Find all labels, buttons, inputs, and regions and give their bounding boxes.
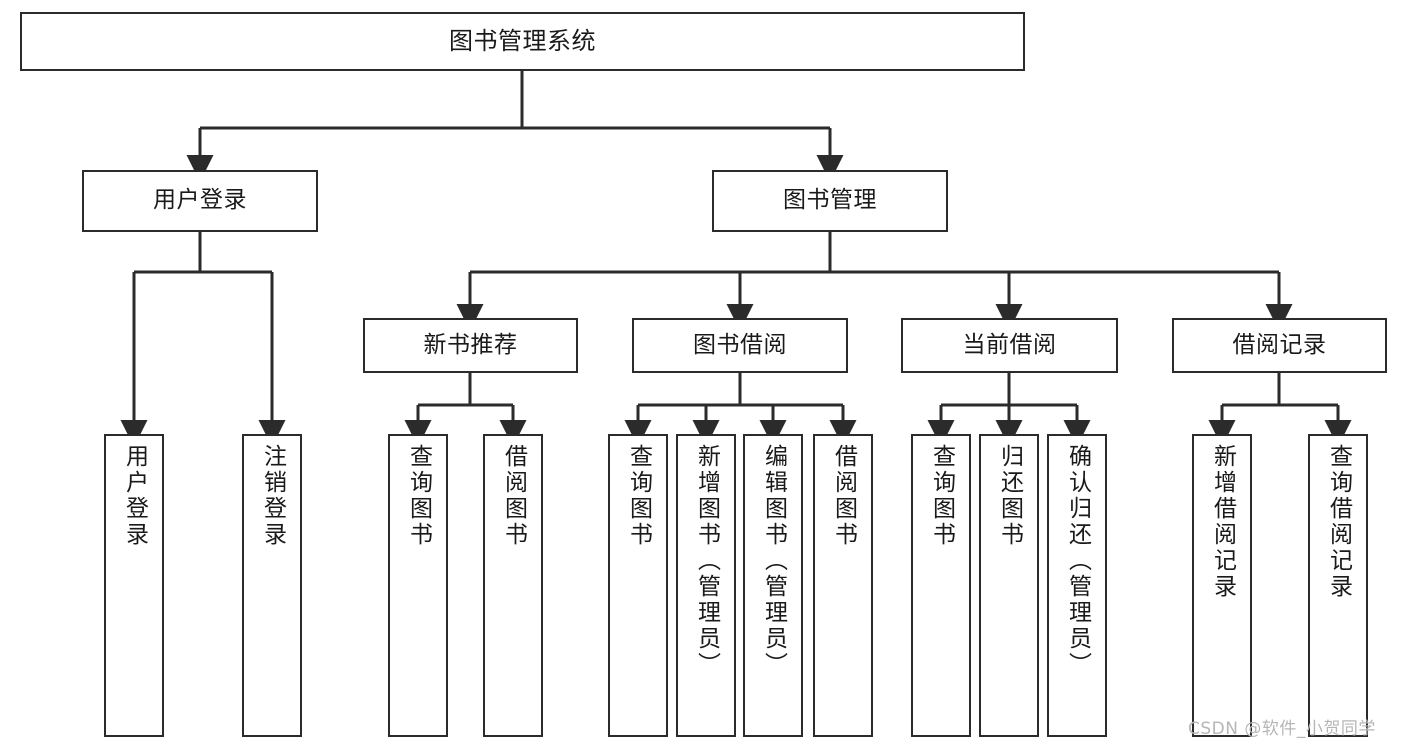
leaf-confirm-return-admin[interactable]: 确认归还（管理员） xyxy=(1047,434,1107,737)
node-label: 归还图书 xyxy=(996,444,1023,548)
node-root-book-management-system[interactable]: 图书管理系统 xyxy=(20,12,1025,71)
node-label: 新增图书（管理员） xyxy=(693,444,720,678)
leaf-query-books-current[interactable]: 查询图书 xyxy=(911,434,971,737)
leaf-add-book-admin[interactable]: 新增图书（管理员） xyxy=(676,434,736,737)
leaf-query-books-new[interactable]: 查询图书 xyxy=(388,434,448,737)
node-current-borrowing[interactable]: 当前借阅 xyxy=(901,318,1118,373)
node-label: 新增借阅记录 xyxy=(1209,444,1236,600)
node-label: 查询借阅记录 xyxy=(1325,444,1352,600)
node-label: 注销登录 xyxy=(259,444,286,548)
node-label: 编辑图书（管理员） xyxy=(760,444,787,678)
node-label: 当前借阅 xyxy=(962,331,1057,358)
node-label: 借阅图书 xyxy=(500,444,527,548)
node-label: 查询图书 xyxy=(928,444,955,548)
node-label: 图书管理系统 xyxy=(449,27,596,56)
node-label: 用户登录 xyxy=(121,444,148,548)
leaf-user-login[interactable]: 用户登录 xyxy=(104,434,164,737)
leaf-return-books[interactable]: 归还图书 xyxy=(979,434,1039,737)
node-label: 新书推荐 xyxy=(423,331,518,358)
node-label: 确认归还（管理员） xyxy=(1064,444,1091,678)
node-label: 借阅记录 xyxy=(1232,331,1327,358)
node-user-login[interactable]: 用户登录 xyxy=(82,170,318,232)
node-book-management[interactable]: 图书管理 xyxy=(712,170,948,232)
leaf-add-borrow-record[interactable]: 新增借阅记录 xyxy=(1192,434,1252,737)
csdn-watermark: CSDN @软件_小贺同学 xyxy=(1188,719,1376,739)
node-label: 图书管理 xyxy=(783,187,877,214)
leaf-borrow-books[interactable]: 借阅图书 xyxy=(813,434,873,737)
leaf-query-borrow-record[interactable]: 查询借阅记录 xyxy=(1308,434,1368,737)
leaf-edit-book-admin[interactable]: 编辑图书（管理员） xyxy=(743,434,803,737)
node-label: 用户登录 xyxy=(153,187,247,214)
node-label: 借阅图书 xyxy=(830,444,857,548)
node-label: 图书借阅 xyxy=(693,331,787,358)
node-book-borrowing[interactable]: 图书借阅 xyxy=(632,318,848,373)
node-new-book-recommendation[interactable]: 新书推荐 xyxy=(363,318,578,373)
node-label: 查询图书 xyxy=(405,444,432,548)
node-label: 查询图书 xyxy=(625,444,652,548)
node-borrow-records[interactable]: 借阅记录 xyxy=(1172,318,1387,373)
leaf-logout[interactable]: 注销登录 xyxy=(242,434,302,737)
leaf-borrow-books-new[interactable]: 借阅图书 xyxy=(483,434,543,737)
leaf-query-books-borrow[interactable]: 查询图书 xyxy=(608,434,668,737)
